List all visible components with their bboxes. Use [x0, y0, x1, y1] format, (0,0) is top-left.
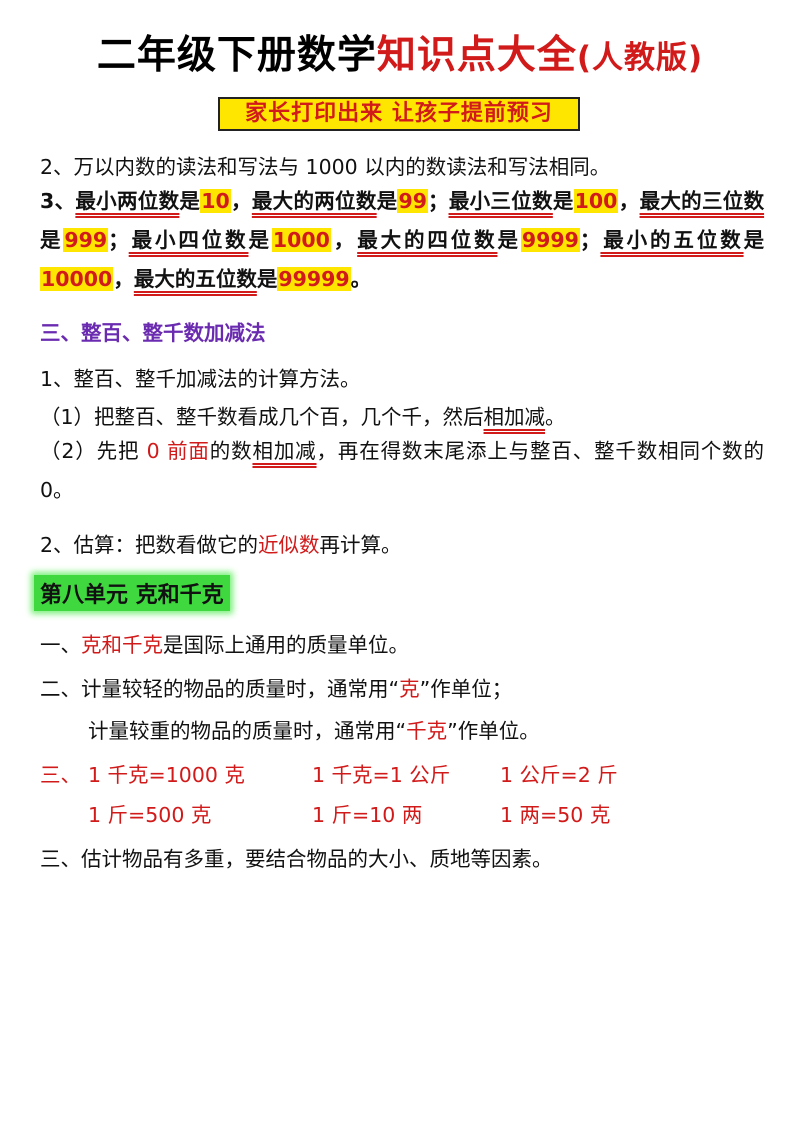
term-largest-4digit: 最大的四位数: [357, 228, 498, 252]
value-999: 999: [63, 228, 109, 252]
term-largest-3digit: 最大的三位数: [639, 189, 765, 213]
paragraph-method: 1、整百、整千加减法的计算方法。: [40, 367, 361, 391]
page-title: 二年级下册数学知识点大全(人教版): [0, 33, 800, 79]
unit-heading-grams-kilograms: 第八单元 克和千克: [34, 575, 230, 611]
term-before-zero: 0 前面: [146, 439, 210, 463]
term-gram-kilogram: 克和千克: [81, 633, 163, 657]
value-10000: 10000: [40, 267, 114, 291]
conversion-jin-liang: 1 斤=10 两: [312, 803, 423, 827]
term-largest-2digit: 最大的两位数: [251, 189, 377, 213]
term-smallest-5digit: 最小的五位数: [600, 228, 744, 252]
term-add-subtract-2: 相加减: [252, 439, 317, 463]
section-heading-add-subtract: 三、整百、整千数加减法: [40, 321, 266, 345]
title-knowledge: 知识点大全: [376, 33, 577, 78]
value-99: 99: [397, 189, 429, 213]
title-edition: (人教版): [576, 40, 704, 76]
term-gram: 克: [399, 677, 420, 701]
conversion-gongjin-jin: 1 公斤=2 斤: [500, 763, 618, 787]
paragraph-step-1: （1）把整百、整千数看成几个百，几个千，然后相加减。: [40, 405, 566, 429]
conversion-kg-g: 1 千克=1000 克: [88, 763, 245, 787]
paragraph-estimation: 2、估算：把数看做它的近似数再计算。: [40, 533, 402, 557]
conversion-lead: 三、: [40, 763, 81, 787]
value-1000: 1000: [271, 228, 331, 252]
item-number: 3、: [40, 189, 76, 213]
term-smallest-4digit: 最小四位数: [128, 228, 249, 252]
term-largest-5digit: 最大的五位数: [133, 267, 257, 291]
paragraph-heavy-items: 计量较重的物品的质量时，通常用“千克”作单位。: [88, 719, 540, 743]
conversion-liang-g: 1 两=50 克: [500, 803, 611, 827]
value-10: 10: [200, 189, 231, 213]
term-approximate-number: 近似数: [258, 533, 320, 557]
paragraph-digit-limits: 3、最小两位数是10，最大的两位数是99；最小三位数是100，最大的三位数是99…: [40, 189, 765, 291]
term-kilogram: 千克: [406, 719, 448, 743]
paragraph-step-2: （2）先把 0 前面的数相加减，再在得数末尾添上与整百、整千数相同个数的 0。: [40, 439, 765, 502]
paragraph-mass-units: 一、克和千克是国际上通用的质量单位。: [40, 633, 409, 657]
print-banner: 家长打印出来 让孩子提前预习: [218, 97, 580, 131]
term-add-subtract: 相加减: [483, 405, 546, 429]
title-grade: 二年级下册数学: [96, 33, 377, 78]
paragraph-reading-writing: 2、万以内数的读法和写法与 1000 以内的数读法和写法相同。: [40, 155, 611, 179]
paragraph-light-items: 二、计量较轻的物品的质量时，通常用“克”作单位；: [40, 677, 513, 701]
value-100: 100: [573, 189, 619, 213]
term-smallest-3digit: 最小三位数: [448, 189, 553, 213]
value-99999: 99999: [277, 267, 351, 291]
conversion-kg-gongjin: 1 千克=1 公斤: [312, 763, 451, 787]
paragraph-estimate-weight: 三、估计物品有多重，要结合物品的大小、质地等因素。: [40, 847, 553, 871]
conversion-jin-g: 1 斤=500 克: [88, 803, 212, 827]
value-9999: 9999: [520, 228, 580, 252]
term-smallest-2digit: 最小两位数: [75, 189, 180, 213]
